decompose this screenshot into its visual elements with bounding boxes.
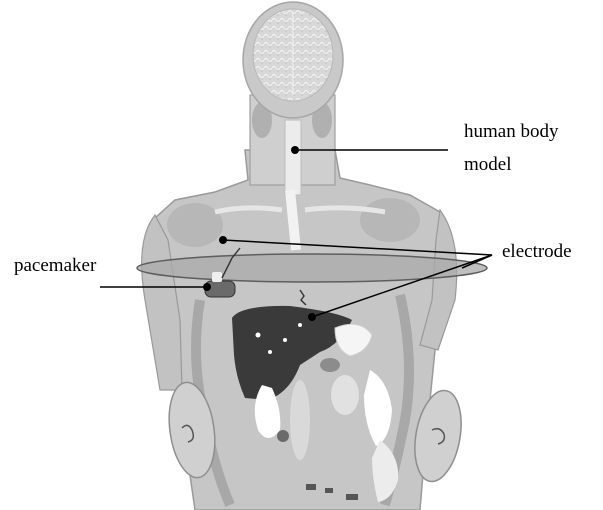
pacemaker-header: [212, 272, 222, 282]
label-electrode: electrode: [502, 239, 572, 265]
spine-lower: [290, 380, 310, 460]
cervical-spine: [285, 120, 301, 195]
head: [243, 2, 343, 118]
label-human-body-model-line1: human body: [464, 119, 558, 145]
sternum: [290, 190, 296, 250]
label-pacemaker: pacemaker: [14, 253, 96, 279]
slice-plane: [137, 254, 487, 282]
abdominal-vessel: [277, 430, 289, 442]
marker-electrode-upper: [219, 236, 227, 244]
label-human-body-model-line2: model: [464, 152, 512, 178]
bowel-loop-2: [320, 358, 340, 372]
marker-human-body-model: [291, 146, 299, 154]
marker-pacemaker: [203, 283, 211, 291]
right-shoulder-muscle: [360, 198, 420, 242]
marker-electrode-lower: [308, 313, 316, 321]
bowel-loop-1: [331, 375, 359, 415]
